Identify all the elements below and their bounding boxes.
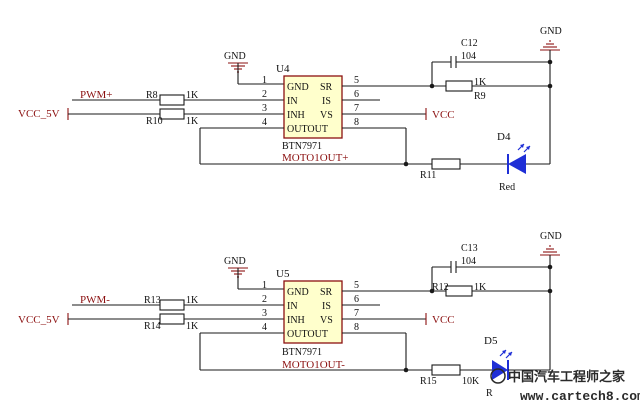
svg-text:IN: IN (287, 301, 298, 312)
r11-ref: R11 (420, 170, 436, 181)
chip-u4 (283, 75, 343, 139)
svg-text:2: 2 (262, 294, 267, 305)
svg-text:GND: GND (287, 287, 309, 298)
c13-ref: C13 (461, 243, 478, 254)
resistor-r10 (159, 108, 185, 120)
gnd-symbol-u5: GND (224, 256, 284, 290)
svg-text:SR: SR (320, 82, 333, 93)
svg-text:VS: VS (320, 110, 333, 121)
svg-text:SR: SR (320, 287, 333, 298)
r9-value: 1K (474, 77, 487, 88)
svg-text:IS: IS (322, 301, 331, 312)
svg-text:GND: GND (287, 82, 309, 93)
resistor-r14 (159, 313, 185, 325)
r13-value: 1K (186, 295, 199, 306)
svg-text:8: 8 (354, 117, 359, 128)
resistor-r15 (431, 364, 461, 376)
r10-value: 1K (186, 116, 199, 127)
watermark: 中国汽车工程师之家 www.cartech8.com (490, 368, 640, 404)
svg-text:4: 4 (262, 117, 267, 128)
c12-ref: C12 (461, 38, 478, 49)
svg-text:1: 1 (262, 75, 267, 86)
svg-text:2: 2 (262, 89, 267, 100)
chip-type-u4: BTN7971 (282, 141, 322, 152)
svg-text:4: 4 (262, 322, 267, 333)
svg-text:3: 3 (262, 308, 267, 319)
chip-u5 (283, 280, 343, 344)
gnd-right-label-u4: GND (540, 26, 562, 37)
svg-text:5: 5 (354, 280, 359, 291)
svg-text:5: 5 (354, 75, 359, 86)
svg-text:INH: INH (287, 110, 305, 121)
gnd-label-u5: GND (224, 256, 246, 267)
circuit-u4: GND PWM+ VCC_5V R8 1K R10 1K U4 GND IN I… (18, 26, 562, 193)
d4-ref: D4 (497, 131, 511, 143)
c12-value: 104 (461, 51, 476, 62)
resistor-r13 (159, 299, 185, 311)
svg-text:IN: IN (287, 96, 298, 107)
svg-text:6: 6 (354, 294, 359, 305)
svg-text:7: 7 (354, 308, 359, 319)
r14-ref: R14 (144, 321, 161, 332)
r8-value: 1K (186, 90, 199, 101)
r10-ref: R10 (146, 116, 163, 127)
net-label-vcc5v-u5: VCC_5V (18, 314, 60, 326)
net-label-pwm-plus: PWM+ (80, 89, 112, 101)
c13-value: 104 (461, 256, 476, 267)
d4-value: Red (499, 182, 515, 193)
r14-value: 1K (186, 321, 199, 332)
svg-text:6: 6 (354, 89, 359, 100)
r13-ref: R13 (144, 295, 161, 306)
d5-value: R (486, 388, 493, 399)
svg-text:3: 3 (262, 103, 267, 114)
svg-text:7: 7 (354, 103, 359, 114)
gnd-symbol-u4: GND (224, 51, 284, 85)
net-label-moto-minus: MOTO1OUT- (282, 359, 345, 371)
svg-text:VS: VS (320, 315, 333, 326)
resistor-r8 (159, 94, 185, 106)
r15-value: 10K (462, 376, 480, 387)
resistor-r9 (445, 80, 473, 92)
resistor-r12 (445, 285, 473, 297)
r15-ref: R15 (420, 376, 437, 387)
gnd-right-label-u5: GND (540, 231, 562, 242)
gnd-label-u4: GND (224, 51, 246, 62)
watermark-line1: 中国汽车工程师之家 (508, 369, 626, 385)
svg-text:INH: INH (287, 315, 305, 326)
r9-ref: R9 (474, 91, 486, 102)
svg-text:OUTOUT: OUTOUT (287, 124, 328, 135)
svg-text:IS: IS (322, 96, 331, 107)
chip-ref-u5: U5 (276, 268, 290, 280)
led-d4 (507, 143, 531, 174)
chip-type-u5: BTN7971 (282, 347, 322, 358)
net-label-vcc-u5: VCC (432, 314, 455, 326)
circuit-u5: GND PWM- VCC_5V R13 1K R14 1K U5 GND IN … (18, 231, 562, 399)
chip-ref-u4: U4 (276, 63, 290, 75)
r12-ref: R12 (432, 282, 449, 293)
svg-text:OUTOUT: OUTOUT (287, 329, 328, 340)
resistor-r11 (431, 158, 461, 170)
r12-value: 1K (474, 282, 487, 293)
net-label-pwm-minus: PWM- (80, 294, 110, 306)
net-label-vcc5v-u4: VCC_5V (18, 108, 60, 120)
svg-text:1: 1 (262, 280, 267, 291)
net-label-moto-plus: MOTO1OUT+ (282, 152, 349, 164)
watermark-logo-icon (490, 368, 506, 384)
net-label-vcc-u4: VCC (432, 109, 455, 121)
watermark-line2: www.cartech8.com (520, 389, 640, 404)
d5-ref: D5 (484, 335, 498, 347)
r8-ref: R8 (146, 90, 158, 101)
svg-text:8: 8 (354, 322, 359, 333)
